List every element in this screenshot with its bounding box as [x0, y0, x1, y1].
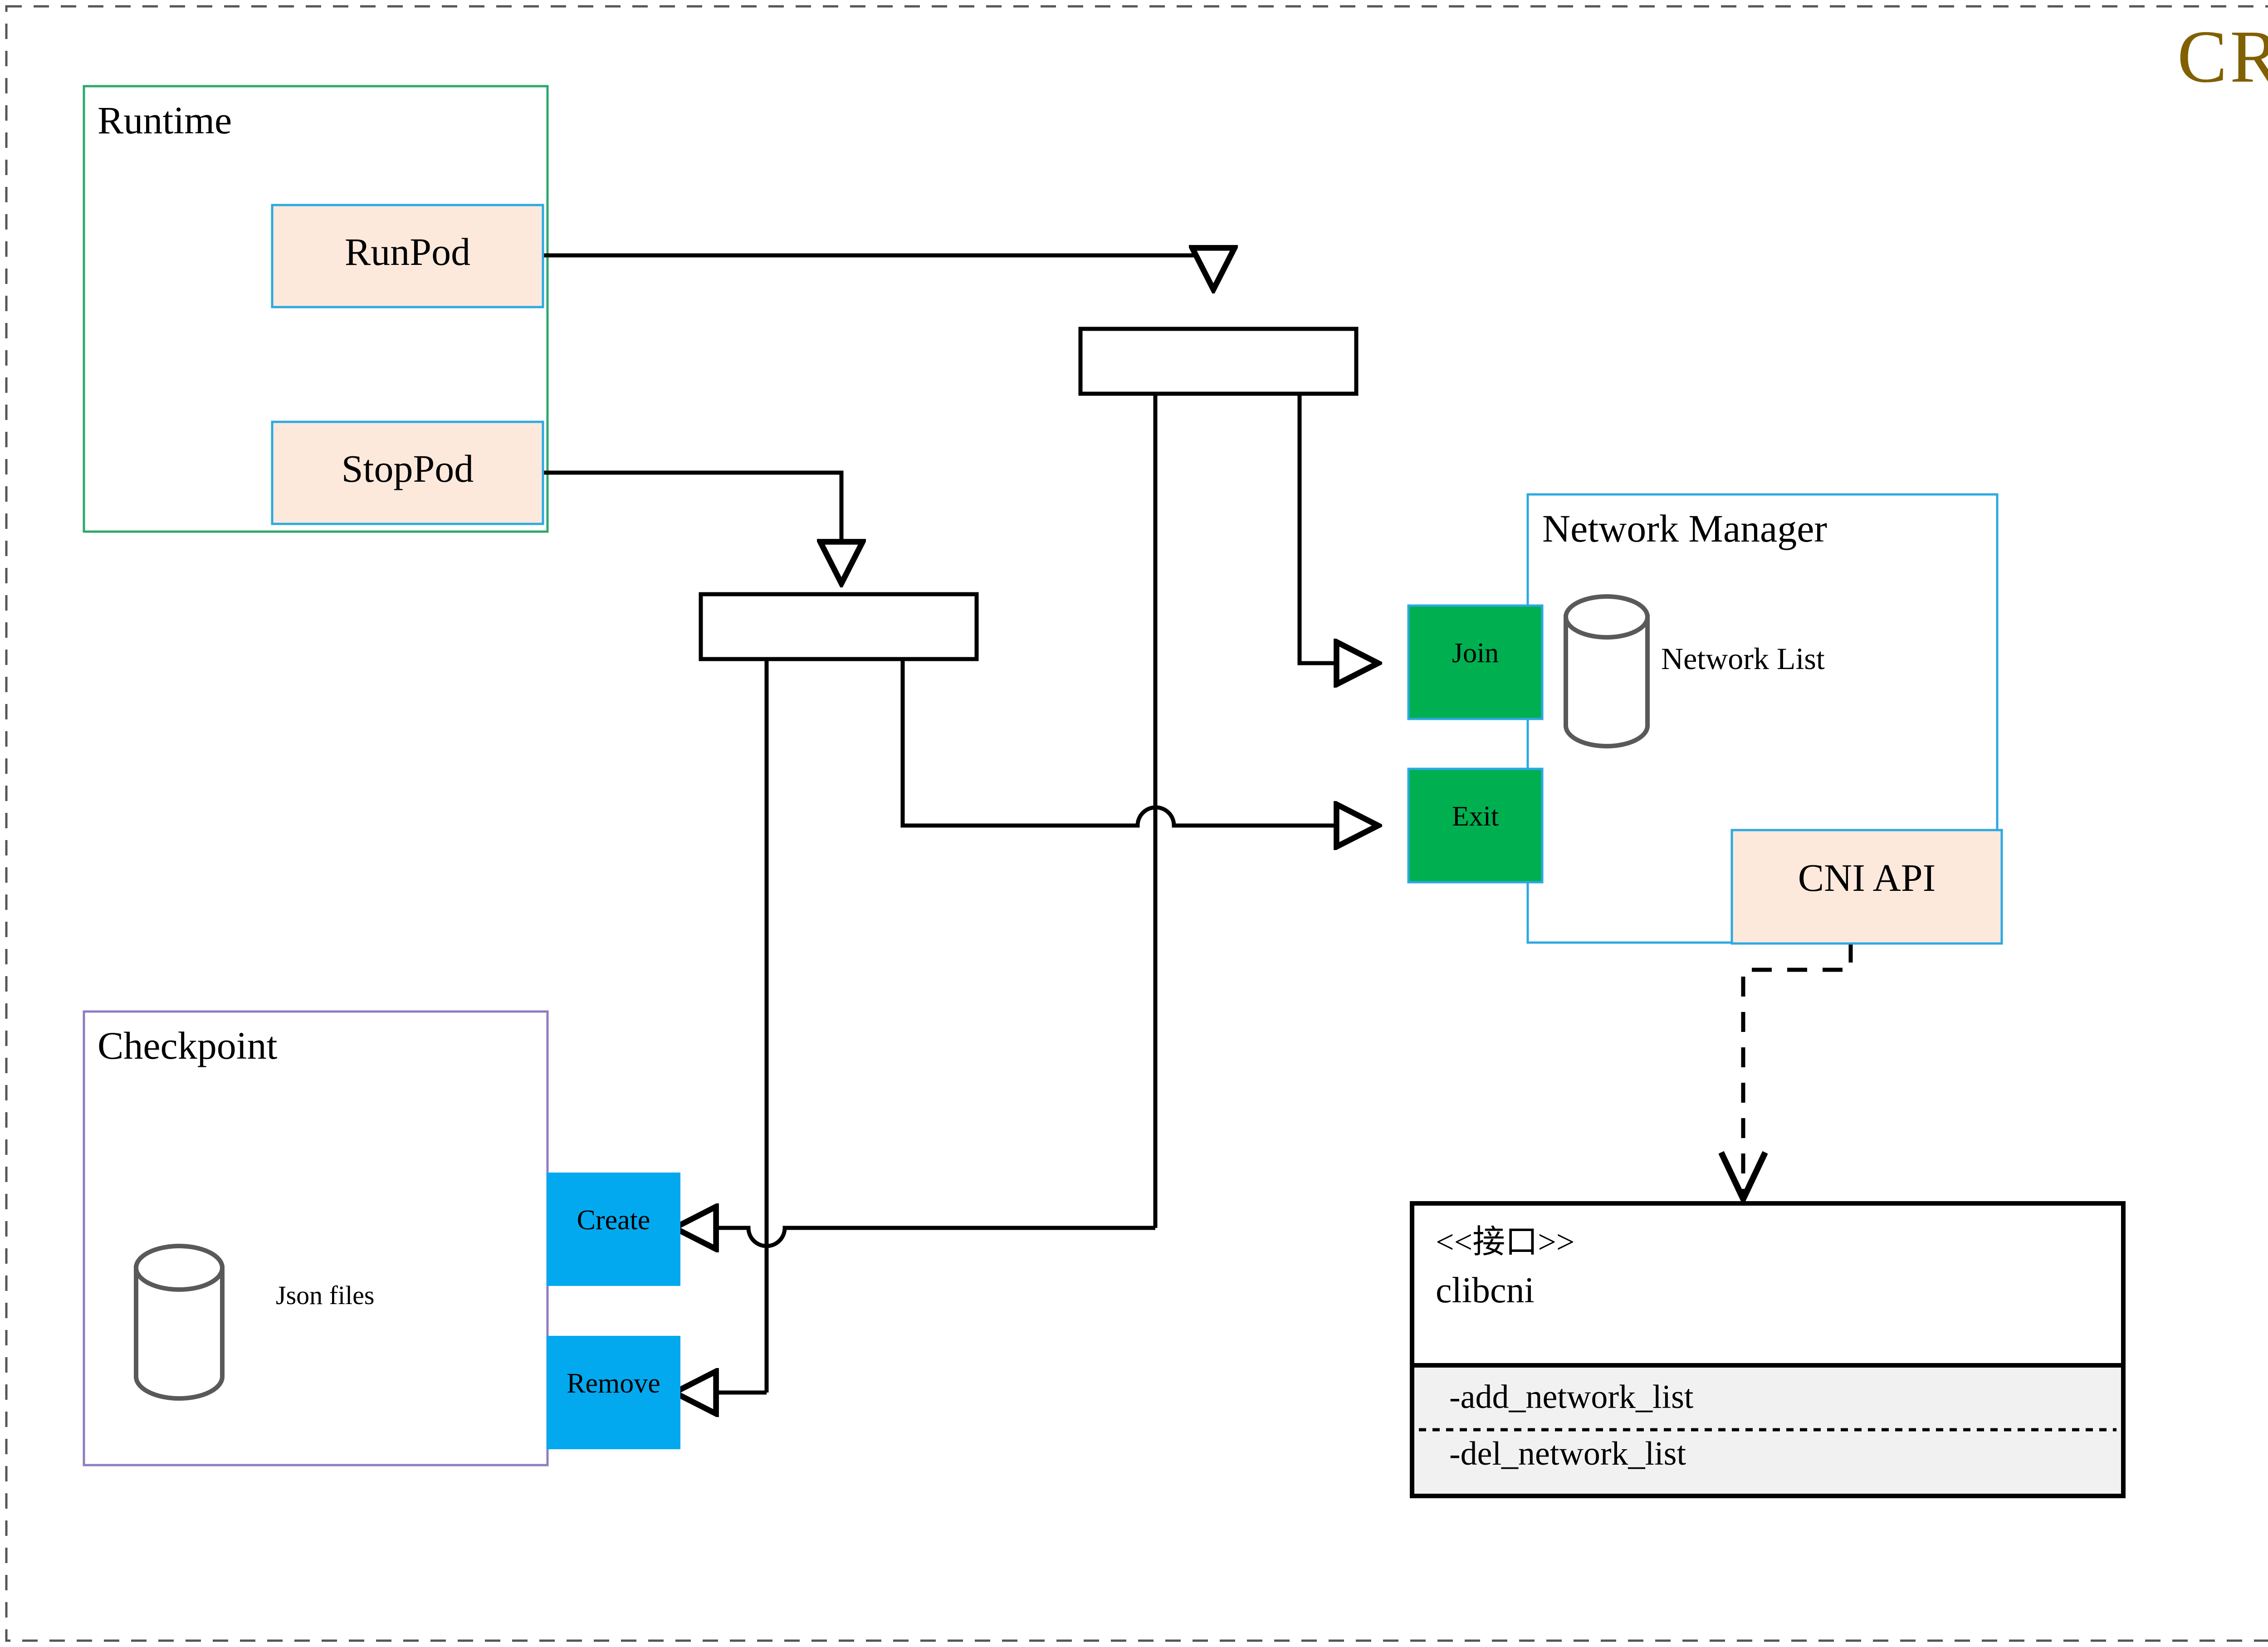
outer-frame	[5, 5, 2268, 1642]
edge-junction-bottom-to-exit	[900, 659, 1379, 826]
node-exit-label[interactable]: Exit	[1452, 801, 1499, 832]
interface-operation-del: -del_network_list	[1449, 1435, 1686, 1472]
datastore-network-list-cylinder	[1564, 594, 1650, 748]
interface-name-label: clibcni	[1436, 1271, 1535, 1310]
datastore-json-files-cylinder	[134, 1244, 225, 1401]
edge-to-create	[674, 1228, 1155, 1246]
group-checkpoint-label: Checkpoint	[98, 1024, 278, 1067]
node-junction-bottom-bar	[699, 592, 979, 661]
group-network-manager-label: Network Manager	[1542, 507, 1828, 550]
edge-runpod-to-junction-top	[542, 255, 1213, 290]
node-remove-box	[547, 1336, 680, 1449]
interface-stereotype-label: <<接口>>	[1436, 1224, 1575, 1260]
node-cni-api-label[interactable]: CNI API	[1798, 856, 1936, 899]
interface-operation-add: -add_network_list	[1449, 1378, 1694, 1416]
edge-stoppod-to-junction-bottom	[542, 470, 841, 584]
node-junction-top-bar	[1078, 327, 1359, 396]
edge-cni-api-to-clibcni	[1743, 943, 1853, 1200]
node-runpod-label[interactable]: RunPod	[344, 230, 471, 274]
node-runpod-box	[271, 204, 544, 308]
node-stoppod-label[interactable]: StopPod	[341, 447, 474, 490]
node-stoppod-box	[271, 420, 544, 525]
node-cni-api-box	[1730, 829, 2003, 945]
node-join-label[interactable]: Join	[1452, 638, 1499, 669]
page-title: CRI	[2177, 15, 2268, 98]
edge-junction-top-to-join	[1297, 394, 1379, 663]
node-remove-label[interactable]: Remove	[567, 1368, 660, 1399]
group-checkpoint-box	[83, 1010, 549, 1466]
node-create-label[interactable]: Create	[577, 1205, 650, 1236]
node-create-box	[547, 1173, 680, 1286]
datastore-json-files-label: Json files	[276, 1280, 375, 1310]
node-join-box	[1407, 604, 1544, 720]
group-runtime-label: Runtime	[98, 98, 232, 142]
node-exit-box	[1407, 767, 1544, 884]
datastore-network-list-label: Network List	[1661, 641, 1825, 676]
